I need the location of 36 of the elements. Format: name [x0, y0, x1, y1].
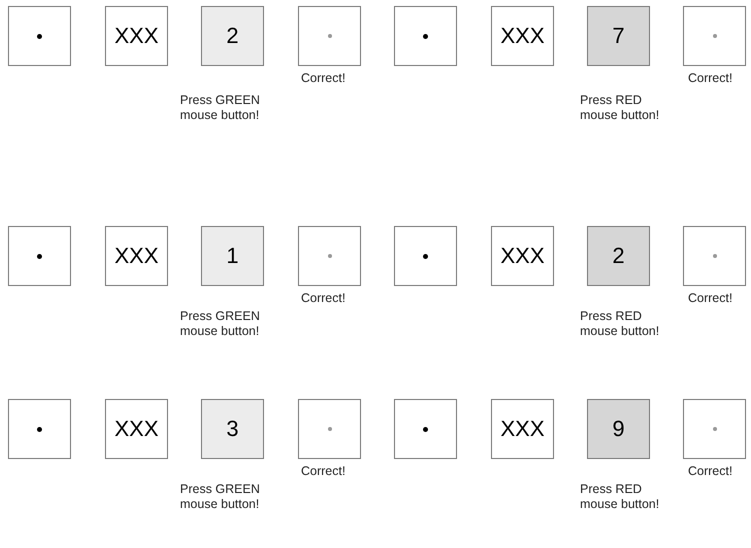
- screen-frame: [8, 6, 71, 66]
- screen-frame: [105, 6, 168, 66]
- stimulus-digit: 3: [226, 416, 239, 442]
- screen-frame: [8, 226, 71, 286]
- mask-text: XXX: [114, 416, 159, 442]
- screen-frame: [8, 399, 71, 459]
- instruction-text: Press RED mouse button!: [580, 93, 660, 123]
- screen-frame: [491, 399, 554, 459]
- feedback-text: Correct!: [688, 291, 732, 306]
- mask-text: XXX: [114, 23, 159, 49]
- mask-text: XXX: [114, 243, 159, 269]
- mask-text: XXX: [500, 243, 545, 269]
- instruction-text: Press GREEN mouse button!: [180, 93, 261, 123]
- stimulus-digit: 2: [226, 23, 239, 49]
- screen-frame: [105, 226, 168, 286]
- screen-frame: [105, 399, 168, 459]
- mask-text: XXX: [500, 23, 545, 49]
- instruction-text: Press GREEN mouse button!: [180, 309, 261, 339]
- screen-frame: [394, 226, 457, 286]
- stimulus-digit: 2: [612, 243, 625, 269]
- stimulus-digit: 1: [226, 243, 239, 269]
- stimulus-digit: 9: [612, 416, 625, 442]
- feedback-text: Correct!: [688, 71, 732, 86]
- instruction-text: Press RED mouse button!: [580, 309, 660, 339]
- instruction-text: Press RED mouse button!: [580, 482, 660, 512]
- screen-frame: [491, 6, 554, 66]
- instruction-text: Press GREEN mouse button!: [180, 482, 261, 512]
- screen-frame: [394, 399, 457, 459]
- feedback-text: Correct!: [301, 464, 346, 479]
- feedback-text: Correct!: [301, 291, 346, 306]
- screen-frame: [394, 6, 457, 66]
- feedback-text: Correct!: [688, 464, 732, 479]
- mask-text: XXX: [500, 416, 545, 442]
- feedback-text: Correct!: [301, 71, 346, 86]
- screen-frame: [491, 226, 554, 286]
- stimulus-digit: 7: [612, 23, 625, 49]
